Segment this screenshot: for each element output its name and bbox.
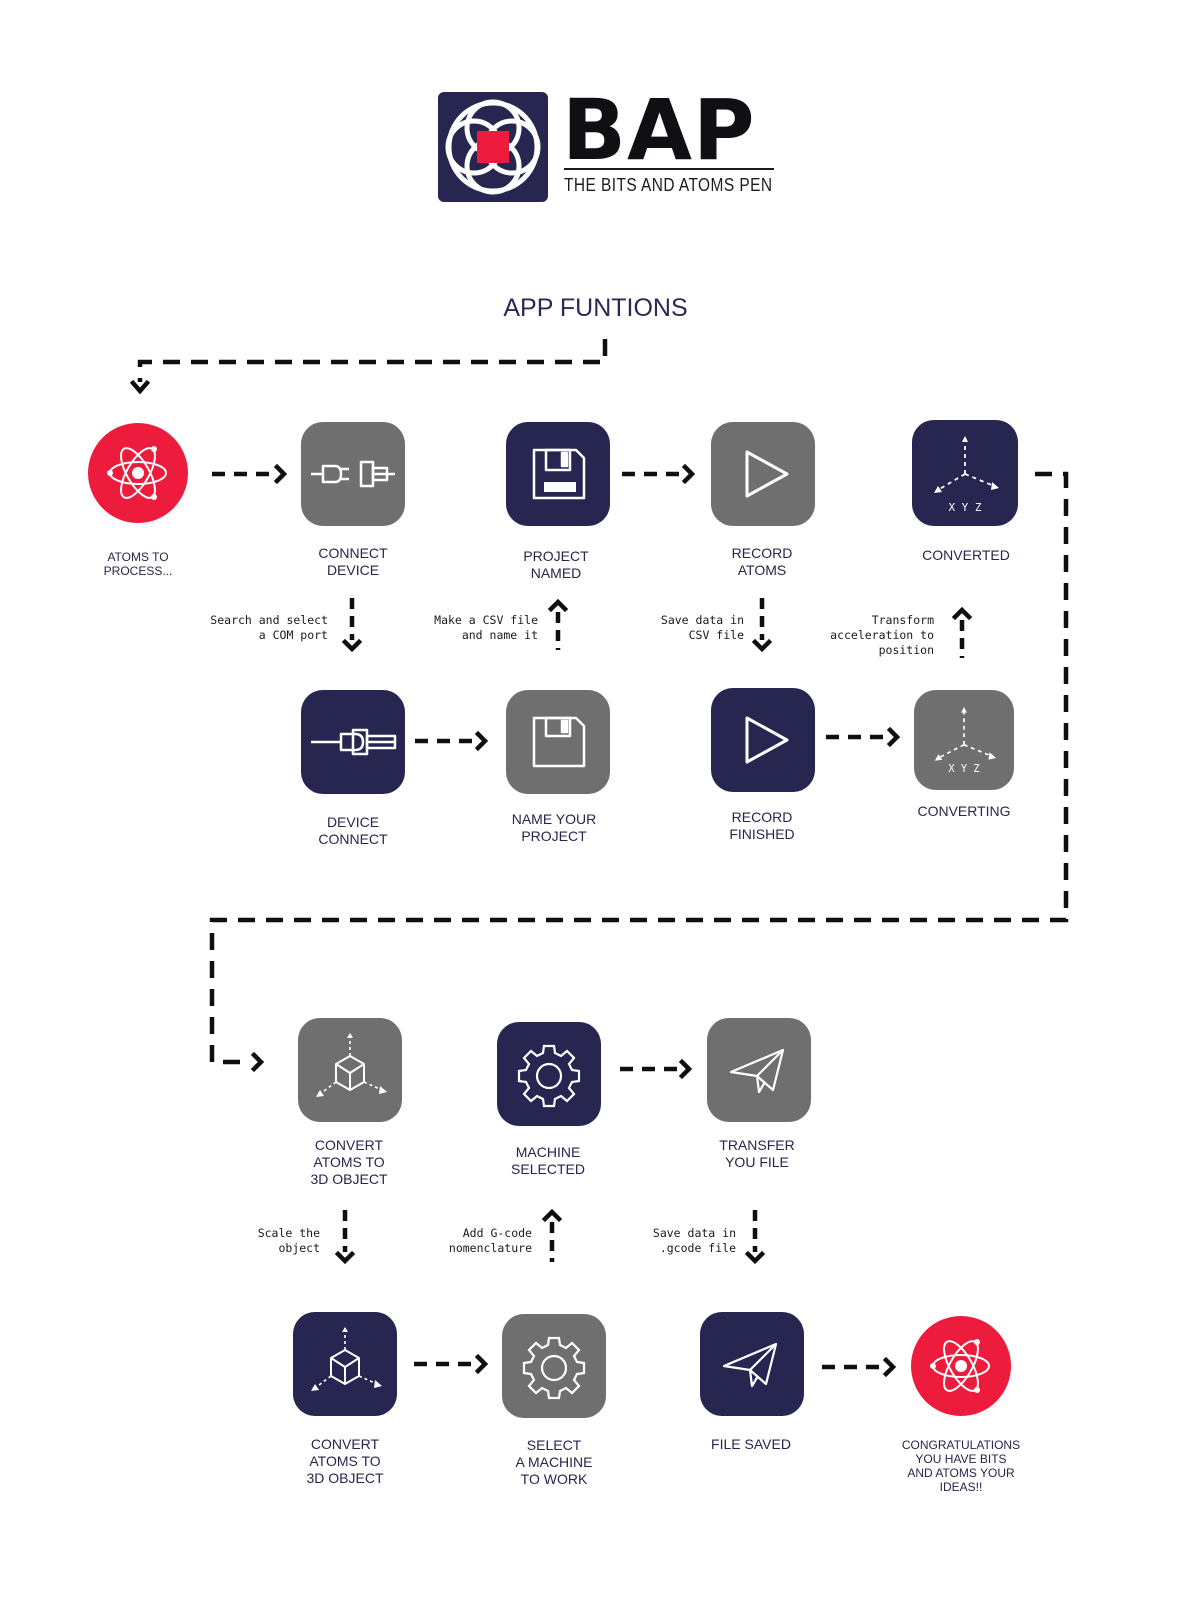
note-make-csv: Make a CSV file and name it <box>434 613 538 642</box>
brand-tagline: THE BITS AND ATOMS PEN <box>564 175 773 195</box>
step-label-connect-device: CONNECT DEVICE <box>318 545 388 578</box>
brand-rule <box>564 168 774 170</box>
cube-axes-icon <box>293 1312 397 1416</box>
arrowhead <box>886 726 901 748</box>
plug-icon <box>301 422 405 526</box>
cube-axes-icon <box>298 1018 402 1122</box>
step-label-congratulations: CONGRATULATIONS YOU HAVE BITS AND ATOMS … <box>901 1438 1021 1494</box>
axis-letters: X Y Z <box>948 501 981 514</box>
arrowhead <box>751 638 773 653</box>
note-scale-object: Scale the object <box>257 1226 320 1255</box>
floppy-disk-icon <box>506 690 610 794</box>
step-label-convert-atoms-top: CONVERT ATOMS TO 3D OBJECT <box>310 1137 388 1187</box>
arrowhead <box>547 598 569 613</box>
step-label-project-named: PROJECT NAMED <box>523 548 589 581</box>
arrowhead <box>681 463 696 485</box>
arrowhead <box>341 638 363 653</box>
arrowhead <box>744 1250 766 1265</box>
brand-name: BAP <box>562 81 756 179</box>
connector-title-to-start <box>137 339 608 382</box>
arrowhead <box>129 379 151 395</box>
play-icon <box>711 422 815 526</box>
floppy-disk-icon <box>506 422 610 526</box>
step-label-converted: CONVERTED <box>922 547 1010 563</box>
step-label-name-your-project: NAME YOUR PROJECT <box>511 811 597 844</box>
arrowhead <box>474 730 489 752</box>
bap-logo-mark <box>438 92 548 202</box>
xyz-axes-icon: X Y Z <box>914 690 1014 790</box>
paper-plane-icon <box>700 1312 804 1416</box>
paper-plane-icon <box>707 1018 811 1122</box>
note-search-com-port: Search and select a COM port <box>210 613 328 642</box>
arrowhead <box>334 1250 356 1265</box>
atom-icon <box>911 1316 1011 1416</box>
page-title: APP FUNTIONS <box>503 294 688 322</box>
step-label-device-connect: DEVICE CONNECT <box>318 814 388 847</box>
step-label-atoms-to-process: ATOMS TO PROCESS... <box>103 550 173 578</box>
step-label-file-saved: FILE SAVED <box>711 1436 791 1452</box>
play-icon <box>711 688 815 792</box>
arrowhead <box>678 1058 693 1080</box>
xyz-axes-icon: X Y Z <box>912 420 1018 526</box>
axis-letters: X Y Z <box>948 763 979 775</box>
note-save-csv: Save data in CSV file <box>660 613 744 642</box>
step-label-select-machine: SELECT A MACHINE TO WORK <box>515 1437 593 1487</box>
step-label-record-atoms: RECORD ATOMS <box>731 545 793 578</box>
arrowhead <box>474 1353 489 1375</box>
step-label-transfer-file: TRANSFER YOU FILE <box>719 1137 795 1170</box>
arrowhead <box>273 463 288 485</box>
arrowhead <box>882 1356 897 1378</box>
step-label-machine-selected: MACHINE SELECTED <box>511 1144 585 1177</box>
arrowhead <box>951 606 973 621</box>
gear-icon <box>497 1022 601 1126</box>
atom-icon <box>88 423 188 523</box>
note-gcode-nomenclature: Add G-code nomenclature <box>448 1226 532 1255</box>
connector-converted-to-bottom <box>209 471 1069 1065</box>
plug-connected-icon <box>301 690 405 794</box>
arrowhead <box>250 1051 265 1073</box>
step-label-convert-atoms-bottom: CONVERT ATOMS TO 3D OBJECT <box>306 1436 384 1486</box>
step-label-record-finished: RECORD FINISHED <box>729 809 795 842</box>
note-save-gcode: Save data in .gcode file <box>652 1226 736 1255</box>
arrowhead <box>541 1208 563 1223</box>
step-label-converting: CONVERTING <box>917 803 1011 819</box>
note-transform: Transform acceleration to position <box>830 613 934 657</box>
gear-icon <box>502 1314 606 1418</box>
